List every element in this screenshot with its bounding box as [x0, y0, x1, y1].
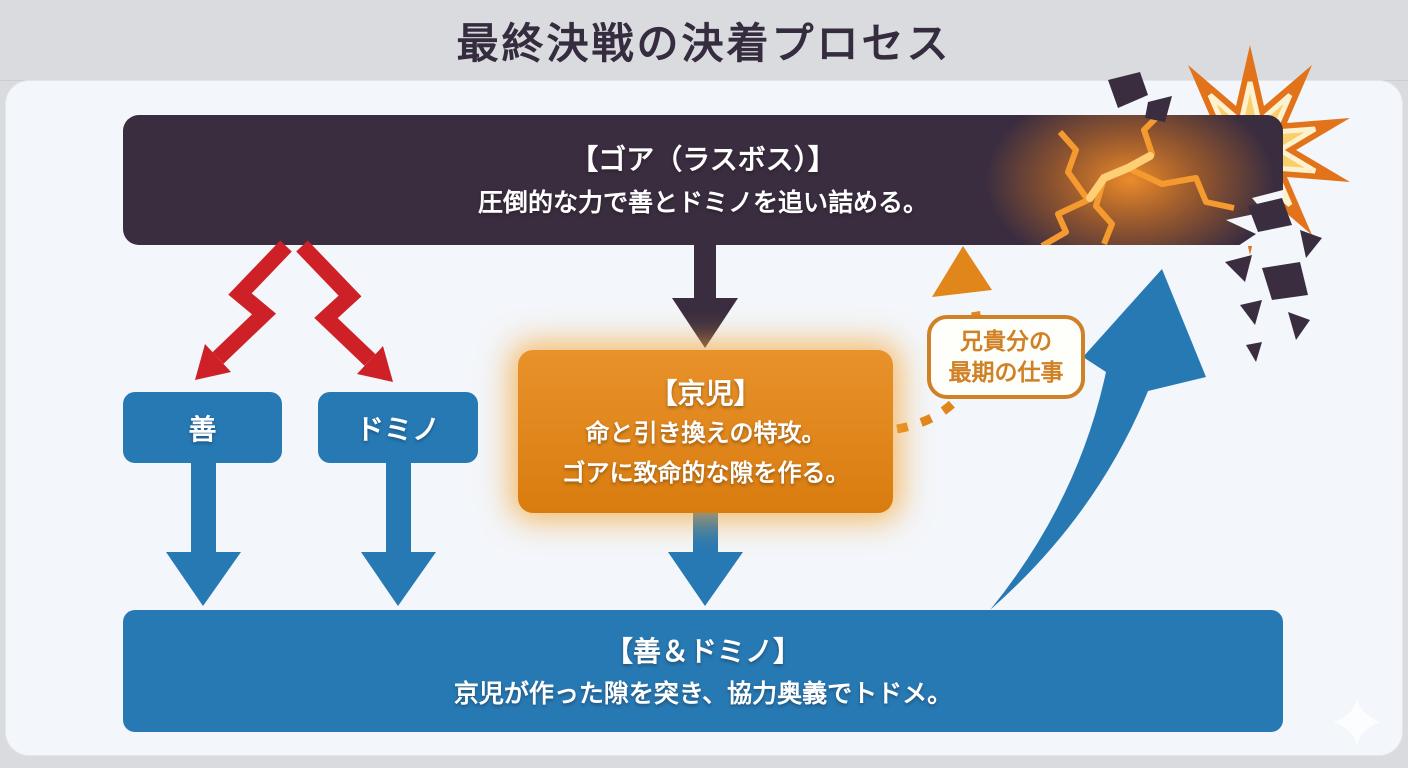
node-duo-heading: 【善＆ドミノ】	[604, 635, 801, 667]
node-duo-body: 京児が作った隙を突き、協力奥義でトドメ。	[453, 679, 953, 708]
node-kyoji-body-line1: 命と引き換えの特攻。	[585, 419, 826, 447]
callout-line1: 兄貴分の	[960, 327, 1052, 354]
callout-bubble: 兄貴分の 最期の仕事	[927, 315, 1085, 399]
title-banner: 最終決戦の決着プロセス	[0, 0, 1408, 81]
node-domino-label: ドミノ	[355, 413, 440, 445]
node-duo: 【善＆ドミノ】 京児が作った隙を突き、協力奥義でトドメ。	[123, 610, 1283, 732]
node-boss: 【ゴア（ラスボス）】 圧倒的な力で善とドミノを追い詰める。	[123, 115, 1283, 245]
node-kyoji-heading: 【京児】	[649, 377, 762, 409]
node-kyoji-body-line2: ゴアに致命的な隙を作る。	[561, 459, 850, 487]
node-zen-label: 善	[188, 413, 217, 445]
node-domino: ドミノ	[318, 392, 478, 463]
callout-line2: 最期の仕事	[948, 359, 1064, 385]
node-boss-body: 圧倒的な力で善とドミノを追い詰める。	[477, 189, 928, 218]
page-title: 最終決戦の決着プロセス	[456, 19, 952, 67]
node-zen: 善	[123, 392, 282, 463]
node-kyoji: 【京児】 命と引き換えの特攻。 ゴアに致命的な隙を作る。	[518, 350, 893, 513]
node-boss-heading: 【ゴア（ラスボス）】	[570, 144, 836, 176]
